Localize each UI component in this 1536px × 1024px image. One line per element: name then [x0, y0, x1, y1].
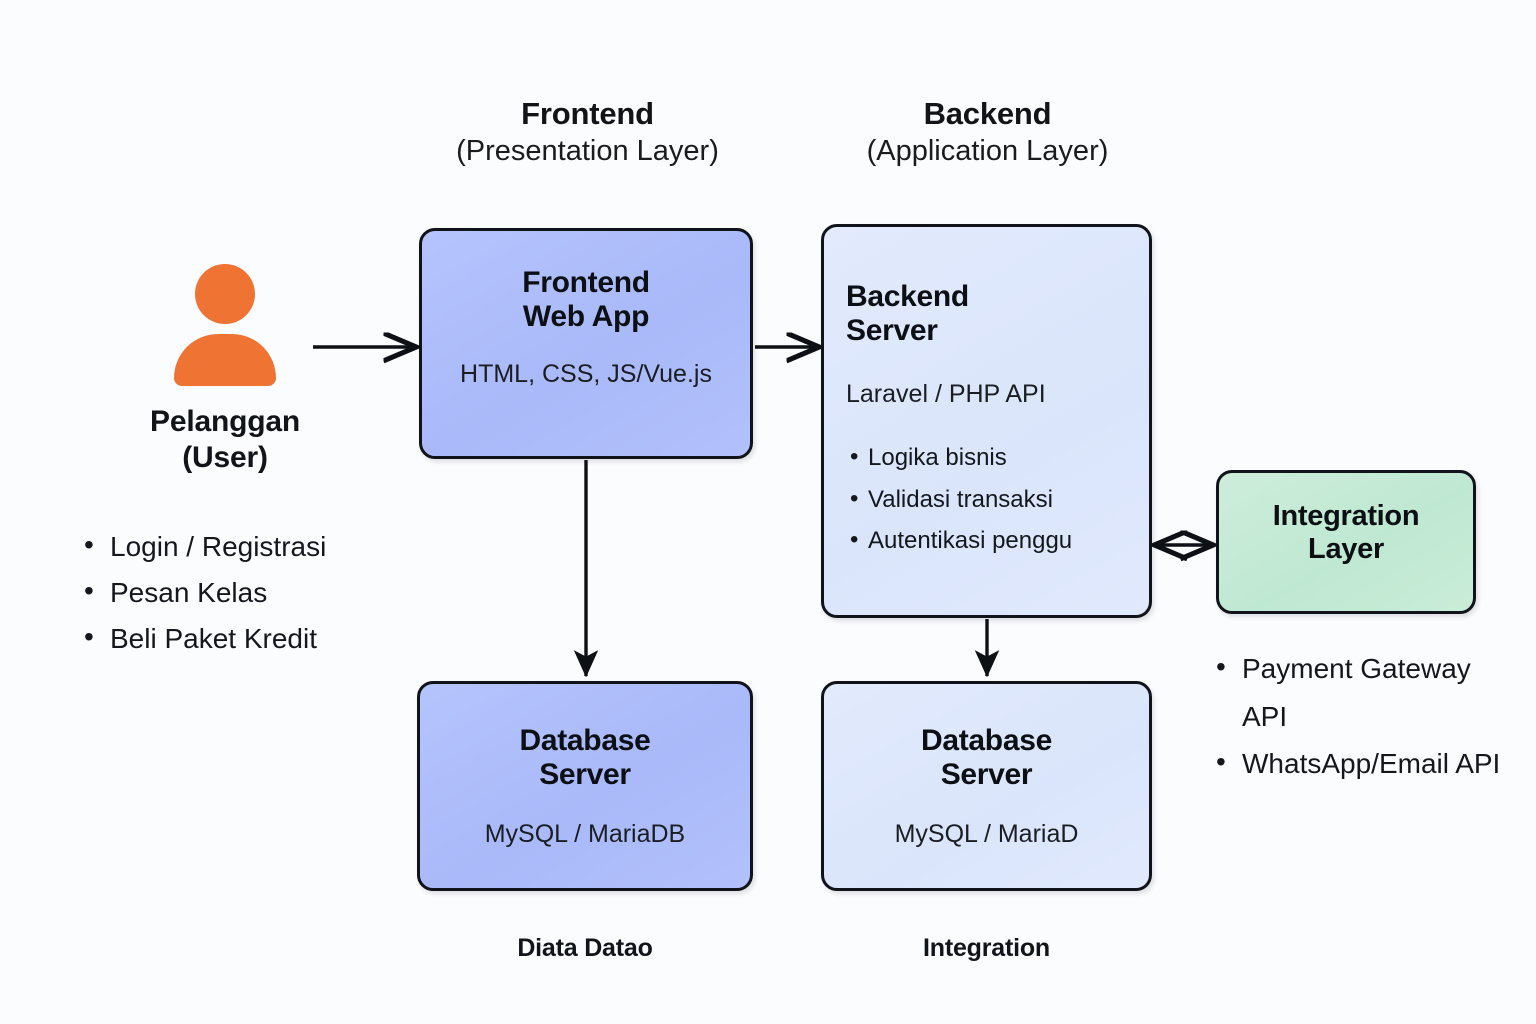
node-db-left-title-line1: Database — [519, 724, 651, 757]
node-db-left-subtitle: MySQL / MariaDB — [484, 819, 686, 848]
user-actions-list: Login / Registrasi Pesan Kelas Beli Pake… — [78, 522, 408, 662]
node-db-right-subtitle: MySQL / MariaD — [894, 819, 1079, 848]
node-backend-subtitle: Laravel / PHP API — [846, 379, 1046, 408]
integration-api-list: Payment Gateway API WhatsApp/Email API — [1210, 643, 1520, 788]
list-item: Login / Registrasi — [78, 522, 408, 570]
user-icon-head — [195, 264, 255, 324]
node-db-right-title-line2: Server — [940, 757, 1033, 791]
caption-database-right: Integration — [923, 934, 1050, 962]
list-item: Payment Gateway API — [1210, 643, 1520, 740]
node-database-server-left[interactable]: Database Server MySQL / MariaDB — [417, 681, 753, 891]
node-integration-title-line1: Integration — [1272, 500, 1420, 532]
node-backend-title-line1: Backend — [846, 280, 969, 313]
node-backend-server[interactable]: Backend Server Laravel / PHP API Logika … — [821, 224, 1152, 618]
column-header-frontend: Frontend (Presentation Layer) — [405, 96, 770, 168]
user-icon — [166, 262, 284, 390]
caption-database-left: Diata Datao — [517, 934, 653, 962]
node-frontend-title-line1: Frontend — [522, 266, 650, 299]
column-header-backend: Backend (Application Layer) — [805, 96, 1170, 168]
actor-label: Pelanggan (User) — [60, 404, 390, 476]
column-header-frontend-subtitle: (Presentation Layer) — [456, 135, 719, 168]
actor-label-line1: Pelanggan — [150, 405, 300, 438]
list-item: Validasi transaksi — [846, 478, 1127, 521]
node-frontend-title: Frontend Web App — [422, 266, 750, 334]
node-integration-title-line2: Layer — [1308, 532, 1384, 565]
node-db-right-title: Database Server — [824, 724, 1149, 792]
list-item: WhatsApp/Email API — [1210, 738, 1520, 788]
list-item: Pesan Kelas — [78, 568, 408, 616]
column-header-backend-title: Backend — [923, 96, 1052, 131]
node-frontend-subtitle: HTML, CSS, JS/Vue.js — [460, 359, 712, 388]
user-icon-body — [174, 334, 276, 386]
node-db-right-title-line1: Database — [920, 724, 1052, 757]
list-item: Autentikasi penggu — [846, 519, 1127, 562]
actor-label-line2: (User) — [182, 441, 268, 474]
node-backend-bullets: Logika bisnis Validasi transaksi Autenti… — [846, 436, 1127, 562]
list-item: Logika bisnis — [846, 436, 1127, 479]
node-backend-title-line2: Server — [846, 313, 938, 347]
actor-pelanggan: Pelanggan (User) — [60, 262, 390, 476]
node-database-server-right[interactable]: Database Server MySQL / MariaD — [821, 681, 1152, 891]
column-header-frontend-title: Frontend — [521, 96, 654, 131]
node-frontend-web-app[interactable]: Frontend Web App HTML, CSS, JS/Vue.js — [419, 228, 753, 459]
node-frontend-title-line2: Web App — [522, 299, 650, 333]
node-integration-title: Integration Layer — [1219, 500, 1473, 566]
node-backend-title: Backend Server — [846, 280, 1127, 348]
node-db-left-title: Database Server — [420, 724, 750, 792]
node-db-left-title-line2: Server — [539, 757, 631, 791]
column-header-backend-subtitle: (Application Layer) — [866, 135, 1109, 168]
list-item: Beli Paket Kredit — [78, 614, 408, 662]
node-integration-layer[interactable]: Integration Layer — [1216, 470, 1476, 614]
